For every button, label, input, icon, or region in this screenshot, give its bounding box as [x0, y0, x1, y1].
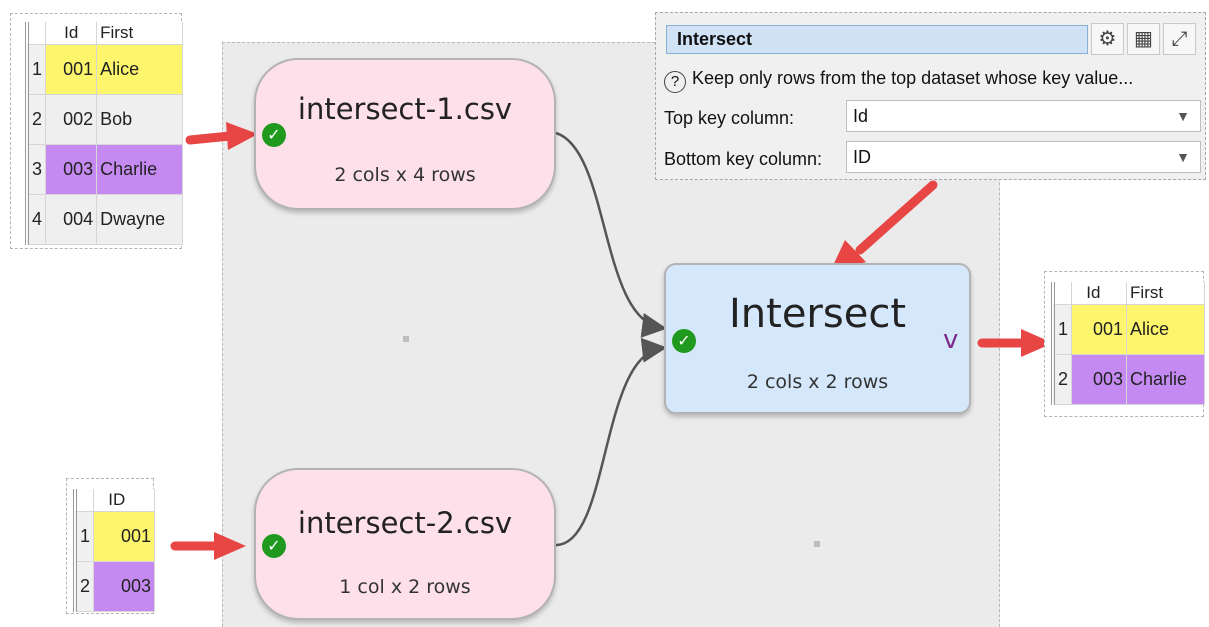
dropdown-arrow-icon: ▼ [1176, 108, 1190, 124]
cell-id[interactable]: 003 [1071, 353, 1128, 405]
help-text: Keep only rows from the top dataset whos… [692, 68, 1134, 88]
expand-chevron-icon[interactable]: v [943, 325, 959, 355]
canvas-marker [814, 541, 820, 547]
row-number: 1 [73, 510, 95, 562]
intersect-node[interactable]: Intersect 2 cols x 2 rows ✓ v [664, 263, 971, 414]
table-row[interactable]: 2 002 Bob [25, 93, 183, 145]
column-header[interactable]: Id [45, 22, 98, 45]
node-dimensions: 2 cols x 4 rows [334, 164, 476, 186]
input-table-1: Id First 1 001 Alice 2 002 Bob 3 003 Cha… [10, 13, 183, 249]
bottom-key-value: ID [853, 147, 871, 167]
table-row[interactable]: 1 001 [73, 510, 155, 562]
table-row[interactable]: 1 001 Alice [1051, 303, 1205, 355]
status-ok-icon: ✓ [262, 534, 286, 558]
cell-first[interactable]: Alice [96, 43, 183, 95]
row-number: 2 [1051, 353, 1073, 405]
node-title: intersect-2.csv [297, 506, 513, 540]
help-row: ? Keep only rows from the top dataset who… [664, 68, 1133, 93]
node-title: intersect-1.csv [297, 92, 513, 126]
row-number: 1 [1051, 303, 1073, 355]
cell-first[interactable]: Charlie [1126, 353, 1205, 405]
help-icon[interactable]: ? [664, 71, 686, 93]
row-number: 2 [73, 560, 95, 612]
column-header[interactable]: ID [93, 489, 155, 512]
row-number: 4 [25, 193, 47, 245]
table-row[interactable]: 2 003 Charlie [1051, 353, 1205, 405]
top-key-select[interactable]: Id ▼ [846, 100, 1201, 132]
cell-id[interactable]: 003 [45, 143, 98, 195]
dropdown-arrow-icon: ▼ [1176, 149, 1190, 165]
column-header[interactable]: Id [1071, 282, 1128, 305]
table-row[interactable]: 3 003 Charlie [25, 143, 183, 195]
cell-first[interactable]: Charlie [96, 143, 183, 195]
table-row[interactable]: 2 003 [73, 560, 155, 612]
input-node-intersect-2[interactable]: intersect-2.csv 1 col x 2 rows ✓ [254, 468, 556, 620]
maximize-icon[interactable]: ⤢ [1163, 23, 1196, 55]
cell-first[interactable]: Alice [1126, 303, 1205, 355]
panel-title-field[interactable]: Intersect [666, 25, 1088, 54]
bottom-key-select[interactable]: ID ▼ [846, 141, 1201, 173]
properties-panel: Intersect ⚙ ▦ ⤢ ? Keep only rows from the… [655, 12, 1206, 180]
cell-id[interactable]: 002 [45, 93, 98, 145]
table-row[interactable]: 1 001 Alice [25, 43, 183, 95]
cell-first[interactable]: Bob [96, 93, 183, 145]
status-ok-icon: ✓ [672, 329, 696, 353]
cell-id[interactable]: 004 [45, 193, 98, 245]
input-node-intersect-1[interactable]: intersect-1.csv 2 cols x 4 rows ✓ [254, 58, 556, 210]
column-header[interactable]: First [96, 22, 183, 45]
top-key-label: Top key column: [664, 108, 795, 128]
output-table: Id First 1 001 Alice 2 003 Charlie [1044, 271, 1205, 417]
row-number: 1 [25, 43, 47, 95]
top-key-value: Id [853, 106, 869, 126]
bottom-key-label: Bottom key column: [664, 149, 823, 169]
node-dimensions: 2 cols x 2 rows [746, 371, 889, 393]
row-number: 3 [25, 143, 47, 195]
cell-id[interactable]: 001 [93, 510, 155, 562]
input-table-2: ID 1 001 2 003 [66, 478, 155, 614]
table-row[interactable]: 4 004 Dwayne [25, 193, 183, 245]
cell-id[interactable]: 001 [1071, 303, 1128, 355]
canvas-marker [403, 336, 409, 342]
table-icon[interactable]: ▦ [1127, 23, 1160, 55]
settings-icon[interactable]: ⚙ [1091, 23, 1124, 55]
cell-id[interactable]: 001 [45, 43, 98, 95]
row-number: 2 [25, 93, 47, 145]
status-ok-icon: ✓ [262, 123, 286, 147]
cell-first[interactable]: Dwayne [96, 193, 183, 245]
column-header[interactable]: First [1126, 282, 1205, 305]
node-title: Intersect [728, 291, 906, 337]
node-dimensions: 1 col x 2 rows [339, 576, 471, 598]
cell-id[interactable]: 003 [93, 560, 155, 612]
